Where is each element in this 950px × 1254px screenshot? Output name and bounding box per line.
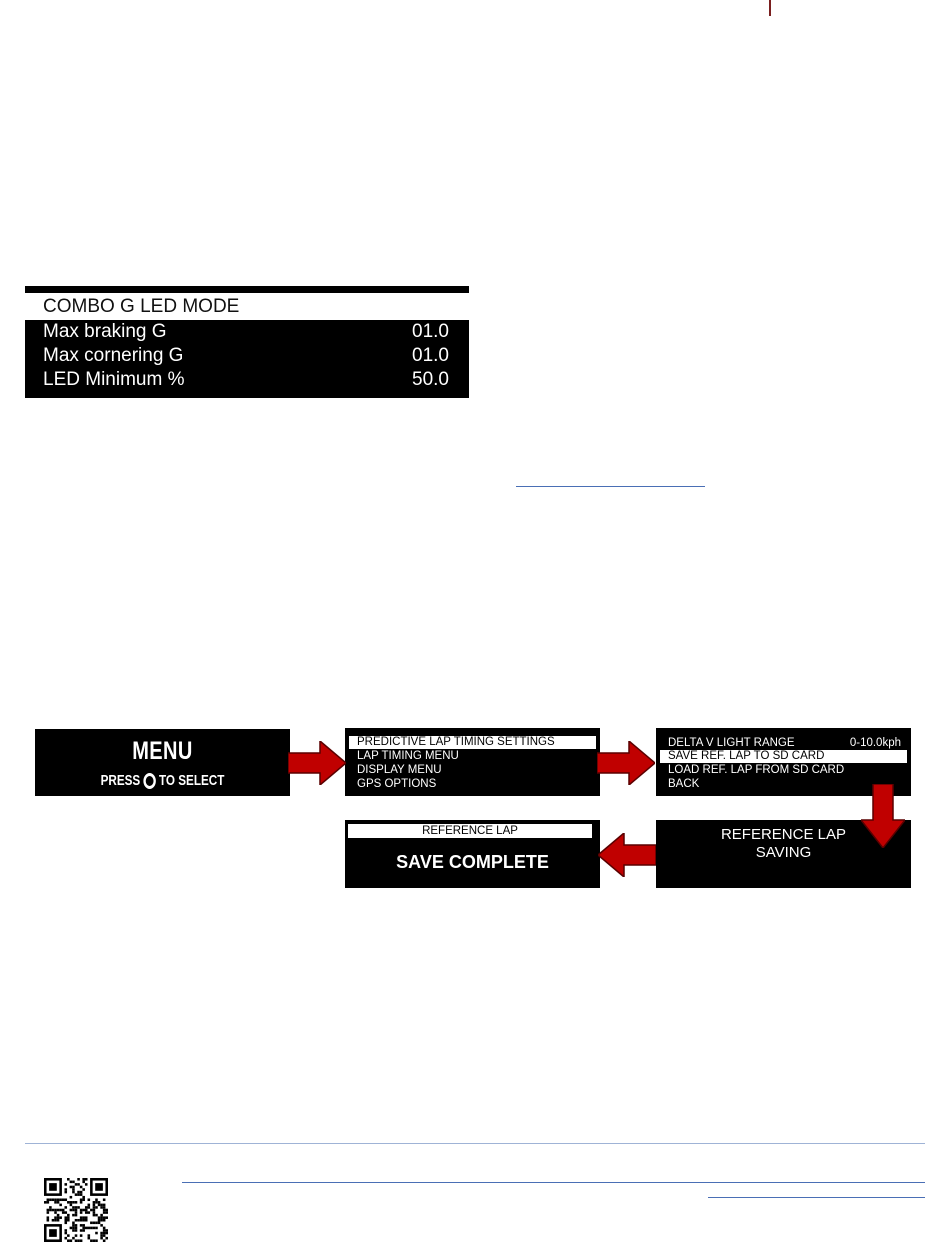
footer-hyperlink-underline[interactable] [708, 1197, 925, 1198]
menu-item-lap-timing[interactable]: LAP TIMING MENU [357, 750, 459, 762]
setting-label: LED Minimum % [43, 369, 185, 390]
save-complete-screen: REFERENCE LAP SAVE COMPLETE [345, 820, 600, 888]
instruction-suffix: TO SELECT [158, 772, 225, 789]
setting-row-max-cornering: Max cornering G 01.0 [25, 344, 469, 368]
left-arrow-icon [598, 833, 656, 877]
footer-hyperlink-underline[interactable] [182, 1182, 925, 1183]
menu-item-predictive-lap-timing[interactable]: PREDICTIVE LAP TIMING SETTINGS [349, 736, 596, 749]
setting-value: 01.0 [412, 321, 449, 342]
plt-settings-screen: DELTA V LIGHT RANGE 0-10.0kph SAVE REF. … [656, 728, 911, 796]
combo-panel-title: COMBO G LED MODE [43, 296, 240, 317]
setting-value: 50.0 [412, 369, 449, 390]
menu-screen: MENU PRESS TO SELECT [35, 729, 290, 796]
menu-item-back[interactable]: BACK [668, 778, 700, 790]
menu-item-save-ref-lap[interactable]: SAVE REF. LAP TO SD CARD [660, 750, 907, 763]
instruction-prefix: PRESS [100, 772, 141, 789]
combo-g-led-mode-panel: COMBO G LED MODE Max braking G 01.0 Max … [25, 286, 469, 398]
menu-item-gps-options[interactable]: GPS OPTIONS [357, 778, 437, 790]
menu-item-display[interactable]: DISPLAY MENU [357, 764, 442, 776]
saving-line-1: REFERENCE LAP [720, 826, 847, 843]
save-complete-header: REFERENCE LAP [348, 824, 592, 838]
setting-value: 01.0 [412, 345, 449, 366]
circle-button-icon [143, 772, 156, 789]
main-menu-screen: PREDICTIVE LAP TIMING SETTINGS LAP TIMIN… [345, 728, 600, 796]
saving-screen: REFERENCE LAP SAVING [656, 820, 911, 888]
saving-line-2: SAVING [755, 844, 812, 861]
delta-v-range-value: 0-10.0kph [849, 737, 901, 749]
combo-panel-header: COMBO G LED MODE [25, 293, 469, 320]
right-arrow-icon [288, 741, 346, 785]
menu-item-load-ref-lap[interactable]: LOAD REF. LAP FROM SD CARD [668, 764, 845, 776]
footer-divider [25, 1143, 925, 1144]
qr-code-icon [44, 1178, 108, 1242]
setting-row-max-braking: Max braking G 01.0 [25, 320, 469, 344]
setting-row-led-minimum: LED Minimum % 50.0 [25, 368, 469, 392]
setting-label: Max cornering G [43, 345, 184, 366]
down-arrow-icon [861, 784, 905, 848]
menu-instruction: PRESS TO SELECT [63, 772, 262, 789]
top-edge-marker [769, 0, 771, 16]
menu-title: MENU [132, 737, 193, 765]
hyperlink-underline[interactable] [516, 486, 705, 487]
setting-label: Max braking G [43, 321, 167, 342]
right-arrow-icon [597, 741, 655, 785]
menu-item-delta-v-light-range[interactable]: DELTA V LIGHT RANGE [668, 737, 795, 749]
save-complete-message: SAVE COMPLETE [396, 852, 549, 872]
